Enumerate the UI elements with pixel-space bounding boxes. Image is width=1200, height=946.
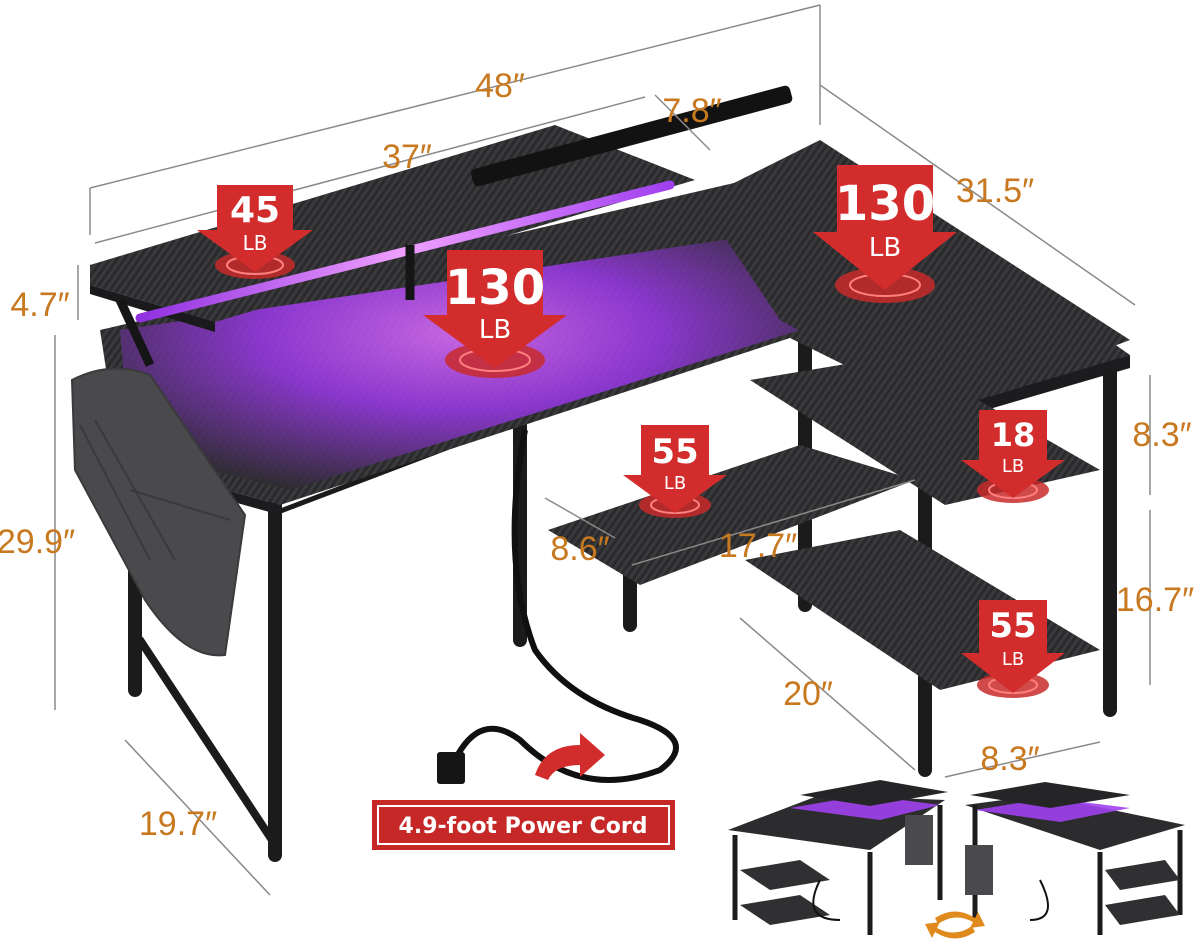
badge-unit: LB (1002, 456, 1024, 477)
plug (437, 752, 465, 784)
dim-depth: 19.7″ (139, 805, 217, 843)
small-shelf (548, 445, 915, 585)
badge-unit: LB (869, 233, 901, 263)
dim-shelf-depth: 20″ (783, 675, 833, 713)
reversible-thumbnail-right (965, 782, 1185, 935)
swap-arrows-icon (925, 911, 985, 939)
load-badge: 130 LB (813, 165, 957, 303)
return-front-edge (945, 355, 1130, 422)
dim-top-shelf-height: 4.7″ (10, 286, 69, 324)
load-badge: 55 LB (961, 600, 1065, 698)
dimension-labels: 48″ 37″ 7.8″ 31.5″ 4.7″ 29.9″ 19.7″ 8.3″… (0, 67, 1194, 843)
badge-value: 55 (651, 432, 698, 472)
badge-value: 130 (445, 260, 545, 316)
load-badge: 130 LB (423, 250, 567, 378)
dimension-lines (54, 4, 1151, 896)
power-cord-label: 4.9-foot Power Cord (399, 814, 648, 839)
reversible-thumbnail-left (728, 780, 948, 935)
riser-front-edge (90, 285, 215, 332)
badge-value: 18 (991, 416, 1036, 454)
riser-led-strip (135, 180, 675, 323)
power-cord-banner (372, 800, 675, 850)
badge-unit: LB (479, 315, 511, 345)
riser-support (115, 298, 155, 367)
badge-value: 55 (989, 606, 1036, 646)
badge-unit: LB (1002, 649, 1024, 670)
dim-total-width: 48″ (475, 67, 525, 105)
load-badge: 45 LB (197, 185, 313, 279)
badge-value: 45 (230, 190, 280, 231)
power-cord (452, 429, 679, 783)
load-badge: 55 LB (623, 425, 727, 518)
power-strip (471, 85, 793, 187)
dim-lower-shelf-gap: 16.7″ (1116, 581, 1194, 619)
dim-top-shelf-width: 37″ (382, 138, 432, 176)
badge-unit: LB (664, 473, 686, 494)
dim-side-gap: 7.8″ (662, 92, 721, 130)
storage-bag (70, 367, 247, 657)
curved-arrow-icon (535, 733, 605, 780)
badge-value: 130 (835, 176, 935, 232)
dim-small-shelf-width: 17.7″ (719, 527, 797, 565)
dim-return-length: 31.5″ (956, 172, 1034, 210)
dim-upper-shelf-gap: 8.3″ (1132, 416, 1191, 454)
dim-desk-height: 29.9″ (0, 523, 75, 561)
load-badge: 18 LB (961, 410, 1065, 503)
badge-unit: LB (243, 231, 268, 255)
dim-shelf-width: 8.3″ (980, 740, 1039, 778)
dim-small-shelf-depth: 8.6″ (550, 530, 609, 568)
